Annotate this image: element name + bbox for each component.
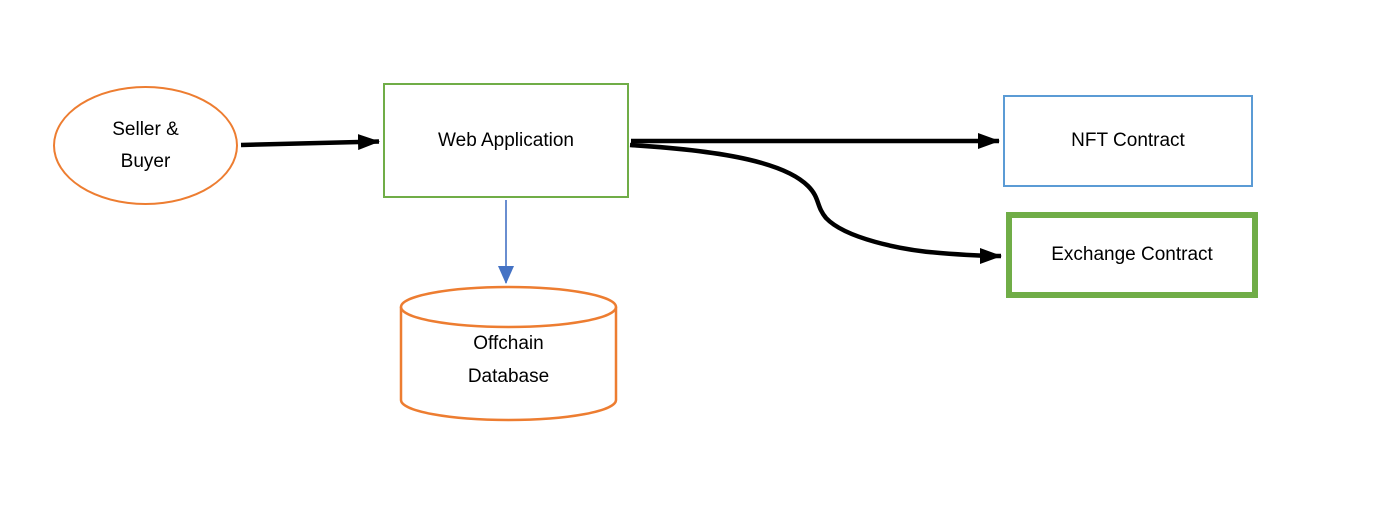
node-web-application: Web Application: [383, 83, 629, 198]
cylinder-top: [399, 285, 618, 329]
node-nft-contract: NFT Contract: [1003, 95, 1253, 187]
web-application-label: Web Application: [438, 129, 574, 151]
node-exchange-contract: Exchange Contract: [1006, 212, 1258, 298]
offchain-database-label: Offchain Database: [467, 333, 550, 387]
node-seller-buyer: Seller & Buyer: [53, 86, 238, 205]
cylinder-body: [399, 307, 618, 422]
offchain-database-cylinder: [399, 285, 618, 422]
exchange-contract-label: Exchange Contract: [1051, 244, 1213, 265]
arrow-webapp-to-exchange: [629, 142, 1002, 264]
nft-contract-label: NFT Contract: [1071, 130, 1185, 151]
arrow-seller-to-webapp: [240, 134, 380, 151]
seller-buyer-label: Seller & Buyer: [112, 118, 179, 172]
